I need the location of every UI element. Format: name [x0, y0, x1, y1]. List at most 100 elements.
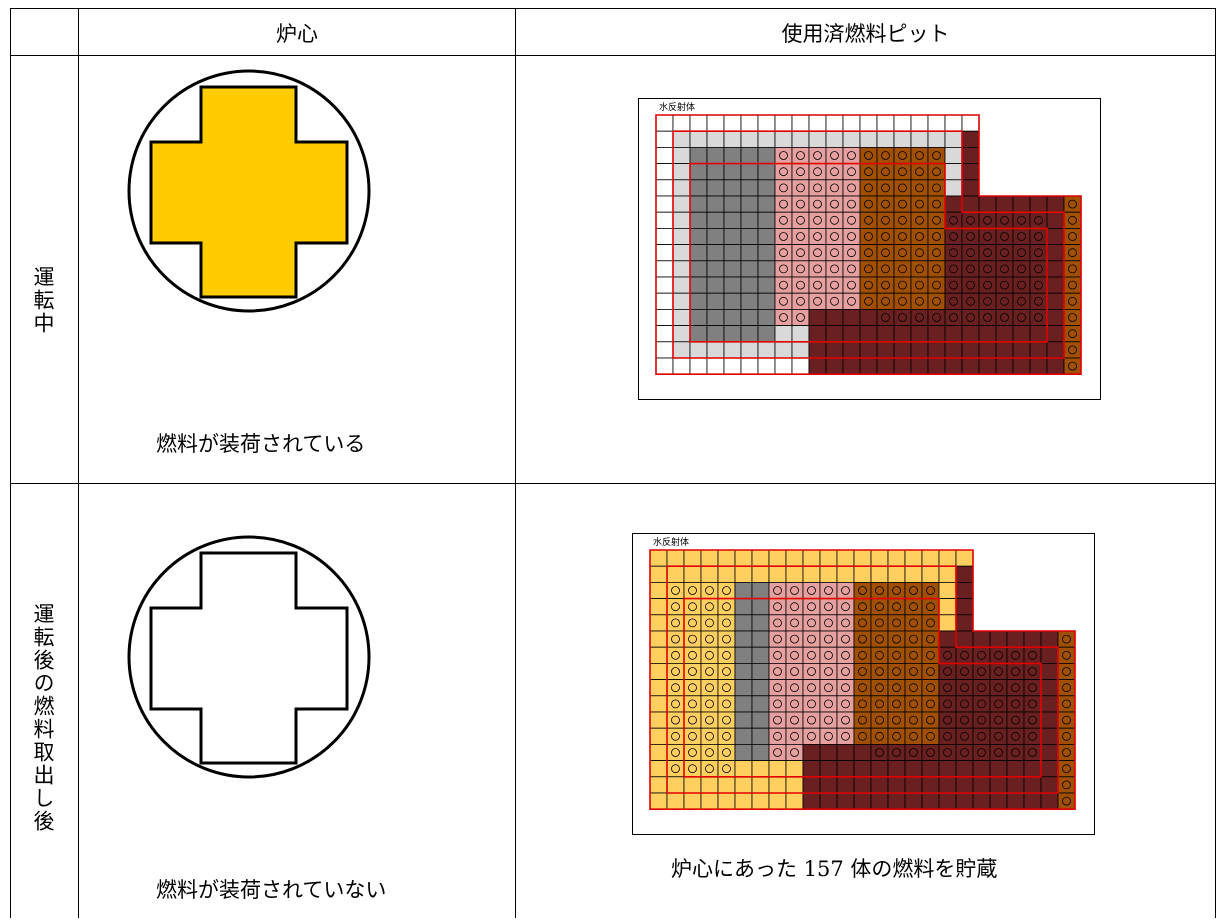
fuel-assembly-marker: [864, 264, 873, 274]
rack-cell: [1012, 292, 1031, 310]
rack-cell: [768, 646, 787, 664]
rack-cell: [1012, 227, 1031, 245]
rack-cell: [921, 711, 940, 729]
rack-cell: [887, 662, 906, 680]
fuel-assembly-marker: [796, 280, 805, 290]
rack-cell: [751, 679, 770, 697]
fuel-assembly-marker: [807, 667, 816, 676]
rack-cell: [757, 308, 776, 326]
rack-cell: [842, 179, 861, 197]
fuel-assembly-marker: [915, 167, 924, 177]
rack-cell: [774, 357, 793, 375]
fuel-assembly-marker: [909, 602, 918, 612]
rack-cell: [1063, 292, 1082, 310]
fuel-assembly-marker: [1000, 215, 1009, 225]
fuel-assembly-marker: [932, 199, 941, 209]
rack-cell: [1063, 308, 1082, 326]
rack-cell: [649, 727, 668, 745]
rack-cell: [842, 325, 861, 343]
rack-cell: [700, 565, 719, 583]
fuel-assembly-marker: [977, 699, 986, 709]
rack-cell: [1040, 727, 1059, 745]
rack-cell: [853, 727, 872, 745]
rack-cell: [825, 292, 844, 310]
fuel-assembly-marker: [1017, 296, 1026, 306]
rack-cell: [819, 662, 838, 680]
fuel-assembly-marker: [705, 699, 714, 709]
fuel-assembly-marker: [864, 183, 873, 193]
rack-cell: [717, 679, 736, 697]
rack-cell: [1029, 357, 1048, 375]
fuel-assembly-marker: [983, 296, 992, 306]
rack-cell: [972, 776, 991, 794]
fuel-assembly-marker: [722, 634, 731, 644]
fuel-assembly-marker: [926, 586, 935, 595]
rack-cell: [972, 760, 991, 778]
rack-cell: [876, 179, 895, 197]
rack-cell: [938, 760, 957, 778]
fuel-assembly-marker: [1000, 280, 1009, 290]
rack-cell: [751, 743, 770, 761]
rack-cell: [734, 695, 753, 713]
fuel-assembly-marker: [932, 232, 941, 241]
rack-cell: [649, 679, 668, 697]
rack-cell: [717, 565, 736, 583]
rack-cell: [961, 292, 980, 310]
rack-cell: [785, 598, 804, 616]
fuel-assembly-marker: [790, 618, 799, 628]
rack-cell: [1023, 679, 1042, 697]
rack-cell: [859, 308, 878, 326]
rack-cell: [938, 549, 957, 567]
rack-cell: [893, 308, 912, 326]
fuel-assembly-marker: [858, 650, 867, 660]
fuel-assembly-marker: [909, 715, 918, 725]
fuel-assembly-marker: [807, 634, 816, 644]
header-reactor-core: 炉心: [276, 22, 318, 46]
fuel-assembly-marker: [796, 151, 805, 160]
rack-cell: [757, 195, 776, 213]
rack-cell: [757, 260, 776, 278]
rack-cell: [1023, 646, 1042, 664]
rack-cell: [825, 163, 844, 181]
rack-cell: [757, 227, 776, 245]
rack-cell: [683, 760, 702, 778]
rack-cell: [1046, 227, 1065, 245]
rack-cell: [649, 582, 668, 600]
fuel-assembly-marker: [949, 215, 958, 225]
fuel-assembly-marker: [790, 699, 799, 709]
rack-cell: [944, 308, 963, 326]
rack-cell: [972, 792, 991, 810]
rack-cell: [655, 147, 674, 165]
fuel-assembly-marker: [858, 602, 867, 612]
fuel-assembly-marker: [960, 650, 969, 660]
rack-cell: [1023, 695, 1042, 713]
rack-cell: [666, 662, 685, 680]
fuel-assembly-marker: [881, 232, 890, 241]
rack-cell: [927, 114, 946, 132]
rack-cell: [751, 614, 770, 632]
fuel-assembly-marker: [926, 715, 935, 725]
rack-cell: [904, 614, 923, 632]
rack-cell: [700, 727, 719, 745]
rack-cell: [791, 147, 810, 165]
rack-cell: [791, 163, 810, 181]
rack-cell: [927, 130, 946, 148]
rack-cell: [655, 179, 674, 197]
fuel-assembly-marker: [932, 167, 941, 177]
rack-cell: [1006, 711, 1025, 729]
fuel-assembly-marker: [1068, 264, 1077, 274]
rack-cell: [791, 308, 810, 326]
fuel-assembly-marker: [892, 618, 901, 628]
rack-cell: [717, 760, 736, 778]
rack-cell: [972, 743, 991, 761]
rack-cell: [774, 325, 793, 343]
rack-cell: [757, 292, 776, 310]
rack-cell: [853, 614, 872, 632]
rack-cell: [1012, 341, 1031, 359]
fuel-assembly-marker: [864, 199, 873, 209]
fuel-assembly-marker: [773, 650, 782, 660]
rack-cell: [734, 743, 753, 761]
fuel-assembly-marker: [1017, 248, 1026, 258]
rack-cell: [870, 614, 889, 632]
rack-cell: [853, 743, 872, 761]
